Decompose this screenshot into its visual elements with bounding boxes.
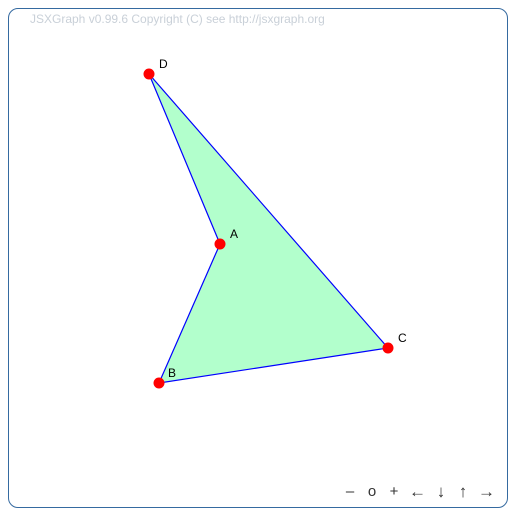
point-a[interactable] [214,238,226,250]
pan-down-button[interactable]: ↓ [436,482,446,501]
jsxgraph-board[interactable]: JSXGraph v0.99.6 Copyright (C) see http:… [8,8,508,508]
point-d[interactable] [143,68,155,80]
polygon-edge-bc[interactable] [158,347,389,384]
polygon-edge-ab[interactable] [158,243,221,384]
zoom-in-button[interactable]: + [389,483,399,500]
point-b-label: B [168,366,176,380]
point-c[interactable] [382,342,394,354]
point-a-label: A [230,227,238,241]
polygon-edge-da[interactable] [148,73,221,245]
zoom-reset-button[interactable]: o [367,483,377,500]
copyright-text: JSXGraph v0.99.6 Copyright (C) see http:… [30,12,325,26]
polygon-edge-cd[interactable] [148,73,389,349]
board-canvas[interactable]: A B C D [9,9,507,507]
point-c-label: C [398,331,407,345]
navigation-bar: – o + ← ↓ ↑ → [339,483,499,501]
pan-left-button[interactable]: ← [409,482,426,501]
polygon-fill[interactable] [149,74,388,383]
point-d-label: D [159,57,168,71]
pan-right-button[interactable]: → [478,482,495,501]
pan-up-button[interactable]: ↑ [458,482,468,501]
point-b[interactable] [153,377,165,389]
zoom-out-button[interactable]: – [345,483,355,500]
